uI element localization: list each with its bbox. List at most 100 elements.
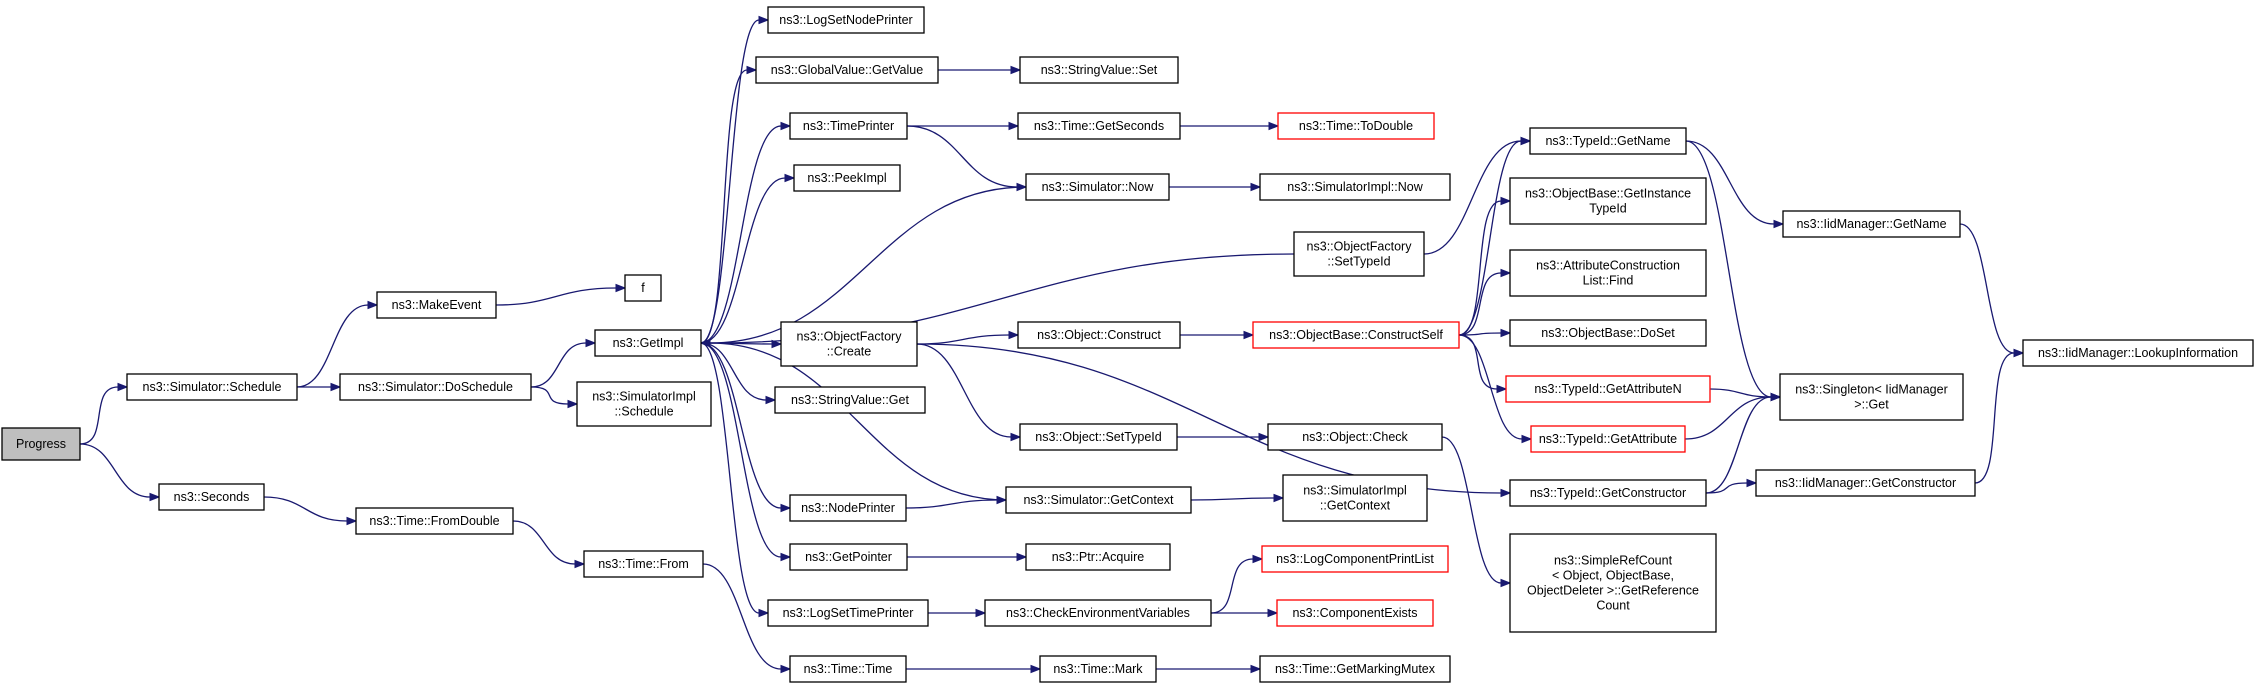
node-label: ns3::IidManager::GetName <box>1796 217 1946 231</box>
node-fromdouble[interactable]: ns3::Time::FromDouble <box>355 507 514 535</box>
node-logsettime[interactable]: ns3::LogSetTimePrinter <box>767 599 929 627</box>
node-label: ns3::Singleton< IidManager <box>1795 383 1948 397</box>
node-label: ::SetTypeId <box>1327 255 1390 269</box>
edge-tidgetconstructor-to-iidgetconstructor <box>1705 478 1758 494</box>
arrowhead <box>758 608 770 618</box>
arrowhead <box>1500 196 1512 206</box>
arrowhead <box>780 503 792 513</box>
node-objconstruct[interactable]: ns3::Object::Construct <box>1017 321 1181 349</box>
node-nodeprinter[interactable]: ns3::NodePrinter <box>789 494 907 522</box>
node-makeevent[interactable]: ns3::MakeEvent <box>376 291 497 319</box>
node-objcheck[interactable]: ns3::Object::Check <box>1267 423 1443 451</box>
node-tidgetconstructor[interactable]: ns3::TypeId::GetConstructor <box>1509 479 1707 507</box>
edge-getimpl-to-gvgetvalue <box>700 65 758 344</box>
node-box <box>583 550 704 578</box>
node-box <box>1005 486 1192 514</box>
node-simnow[interactable]: ns3::Simulator::Now <box>1025 173 1170 201</box>
edge-ofcreate-to-tidgetconstructor <box>916 343 1512 498</box>
arrowhead <box>1520 136 1532 146</box>
node-gvgetvalue[interactable]: ns3::GlobalValue::GetValue <box>755 56 939 84</box>
node-implschedule[interactable]: ns3::SimulatorImpl::Schedule <box>576 381 712 427</box>
node-doset[interactable]: ns3::ObjectBase::DoSet <box>1509 319 1707 347</box>
node-ofsettypeid[interactable]: ns3::ObjectFactory::SetTypeId <box>1293 231 1425 277</box>
node-label: ns3::TimePrinter <box>803 119 894 133</box>
node-progress[interactable]: Progress <box>1 427 81 461</box>
node-logcomplist[interactable]: ns3::LogComponentPrintList <box>1261 545 1449 573</box>
edge-constructself-to-doset <box>1458 328 1512 338</box>
node-simgetcontext[interactable]: ns3::Simulator::GetContext <box>1005 486 1192 514</box>
node-implnow[interactable]: ns3::SimulatorImpl::Now <box>1259 173 1451 201</box>
node-getmarkingmutex[interactable]: ns3::Time::GetMarkingMutex <box>1259 655 1451 683</box>
node-doschedule[interactable]: ns3::Simulator::DoSchedule <box>339 373 532 401</box>
node-getimpl[interactable]: ns3::GetImpl <box>594 329 702 357</box>
edge-progress-to-seconds <box>79 443 161 502</box>
node-implgetcontext[interactable]: ns3::SimulatorImpl::GetContext <box>1282 474 1428 522</box>
node-label: ns3::Time::Time <box>804 662 893 676</box>
node-logsetnode[interactable]: ns3::LogSetNodePrinter <box>767 6 925 34</box>
edge-getseconds-to-todouble <box>1180 121 1280 131</box>
arrowhead <box>1252 554 1264 564</box>
node-box <box>1782 210 1961 238</box>
node-box <box>1293 231 1425 277</box>
node-todouble[interactable]: ns3::Time::ToDouble <box>1277 112 1435 140</box>
node-box <box>1529 127 1687 155</box>
edge-schedule-to-doschedule <box>296 382 342 392</box>
node-seconds[interactable]: ns3::Seconds <box>158 483 265 511</box>
node-checkenv[interactable]: ns3::CheckEnvironmentVariables <box>984 599 1212 627</box>
node-box <box>1505 375 1711 403</box>
arrowhead <box>1243 330 1255 340</box>
node-simplerefcount[interactable]: ns3::SimpleRefCount< Object, ObjectBase,… <box>1509 533 1717 633</box>
edge-timeprinter-to-simnow <box>906 125 1028 192</box>
arrowhead <box>615 283 627 293</box>
node-timeprinter[interactable]: ns3::TimePrinter <box>789 112 908 140</box>
node-ptracquire[interactable]: ns3::Ptr::Acquire <box>1025 543 1171 571</box>
node-timemark[interactable]: ns3::Time::Mark <box>1039 655 1157 683</box>
node-constructself[interactable]: ns3::ObjectBase::ConstructSelf <box>1252 321 1460 349</box>
node-box <box>1755 469 1976 497</box>
node-objsettypeid[interactable]: ns3::Object::SetTypeId <box>1019 423 1178 451</box>
arrowhead <box>1746 478 1758 488</box>
node-label: ns3::Seconds <box>174 490 250 504</box>
node-lookupinfo[interactable]: ns3::IidManager::LookupInformation <box>2022 339 2254 367</box>
node-box <box>984 599 1212 627</box>
node-label: Count <box>1596 599 1630 613</box>
arrowhead <box>567 399 579 409</box>
arrowhead <box>758 15 770 25</box>
node-getattrn[interactable]: ns3::TypeId::GetAttributeN <box>1505 375 1711 403</box>
edge-fromdouble-to-timefrom <box>512 520 586 569</box>
edge-schedule-to-makeevent <box>296 300 379 388</box>
node-box <box>1259 655 1451 683</box>
arrowhead <box>771 339 783 349</box>
node-box <box>1259 173 1451 201</box>
arrowhead <box>1500 268 1512 278</box>
node-getpointer[interactable]: ns3::GetPointer <box>789 543 908 571</box>
node-svset[interactable]: ns3::StringValue::Set <box>1019 56 1179 84</box>
node-ofcreate[interactable]: ns3::ObjectFactory::Create <box>780 321 918 367</box>
node-label: TypeId <box>1589 202 1627 216</box>
node-getseconds[interactable]: ns3::Time::GetSeconds <box>1017 112 1181 140</box>
node-compexists[interactable]: ns3::ComponentExists <box>1276 599 1434 627</box>
node-label: ns3::TypeId::GetConstructor <box>1530 486 1686 500</box>
node-label: ObjectDeleter >::GetReference <box>1527 584 1699 598</box>
arrowhead <box>1773 219 1785 229</box>
node-box <box>1509 177 1707 225</box>
node-iidgetconstructor[interactable]: ns3::IidManager::GetConstructor <box>1755 469 1976 497</box>
node-getattr[interactable]: ns3::TypeId::GetAttribute <box>1530 425 1686 453</box>
edge-checkenv-to-compexists <box>1211 608 1279 618</box>
node-f[interactable]: f <box>624 274 662 302</box>
edge-simnow-to-implnow <box>1168 182 1262 192</box>
node-iidgetname[interactable]: ns3::IidManager::GetName <box>1782 210 1961 238</box>
node-tidgetname[interactable]: ns3::TypeId::GetName <box>1529 127 1687 155</box>
edge-objconstruct-to-constructself <box>1180 330 1255 340</box>
node-label: ns3::GlobalValue::GetValue <box>771 63 923 77</box>
node-svget[interactable]: ns3::StringValue::Get <box>774 386 926 414</box>
arrowhead <box>780 664 792 674</box>
node-timetime[interactable]: ns3::Time::Time <box>789 655 907 683</box>
node-schedule[interactable]: ns3::Simulator::Schedule <box>126 373 298 401</box>
node-timefrom[interactable]: ns3::Time::From <box>583 550 704 578</box>
arrowhead <box>1496 384 1508 394</box>
node-singletonget[interactable]: ns3::Singleton< IidManager>::Get <box>1779 373 1964 421</box>
node-peekimpl[interactable]: ns3::PeekImpl <box>793 164 901 192</box>
